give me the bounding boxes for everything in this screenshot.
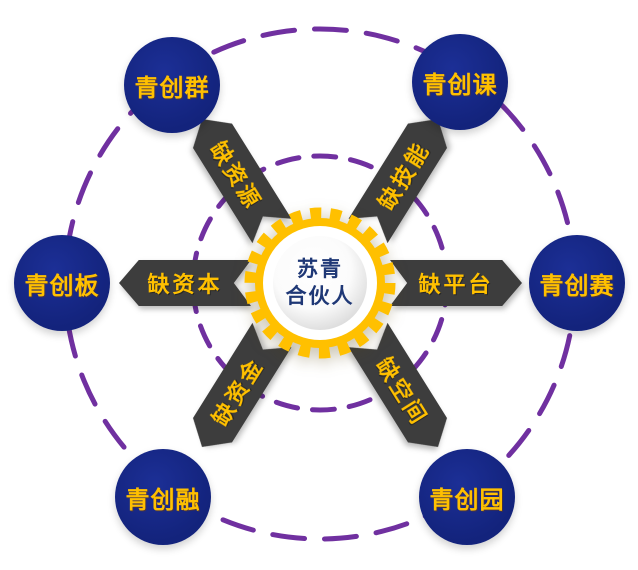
gear-inner-disc xyxy=(273,236,367,330)
node-label: 青创群 xyxy=(134,74,210,102)
spoke-label: 缺资本 xyxy=(147,272,223,297)
node-label: 青创板 xyxy=(24,272,100,300)
node-qingchuang-rong: 青创融 xyxy=(115,449,211,545)
node-qingchuang-qun: 青创群 xyxy=(124,37,220,133)
node-label: 青创赛 xyxy=(539,272,615,300)
center-title-line2: 合伙人 xyxy=(285,285,355,308)
node-label: 青创课 xyxy=(422,71,498,99)
node-qingchuang-ke: 青创课 xyxy=(412,34,508,130)
spoke-label: 缺平台 xyxy=(418,272,494,297)
node-qingchuang-yuan: 青创园 xyxy=(419,449,515,545)
gear-icon xyxy=(244,207,396,359)
spoke-lack-capital: 缺资本 xyxy=(119,260,251,306)
node-label: 青创融 xyxy=(125,486,201,514)
gear-teeth xyxy=(244,207,396,359)
node-qingchuang-sai: 青创赛 xyxy=(529,235,625,331)
center-title: 苏青 合伙人 xyxy=(260,253,380,313)
node-label: 青创园 xyxy=(429,486,505,514)
center-title-line1: 苏青 xyxy=(297,258,343,281)
node-qingchuang-ban: 青创板 xyxy=(14,235,110,331)
center-gear xyxy=(240,203,400,363)
ribbon-arrow: 缺平台 xyxy=(390,260,522,306)
ribbon-arrow: 缺资本 xyxy=(119,260,251,306)
spoke-lack-platform: 缺平台 xyxy=(390,260,522,306)
